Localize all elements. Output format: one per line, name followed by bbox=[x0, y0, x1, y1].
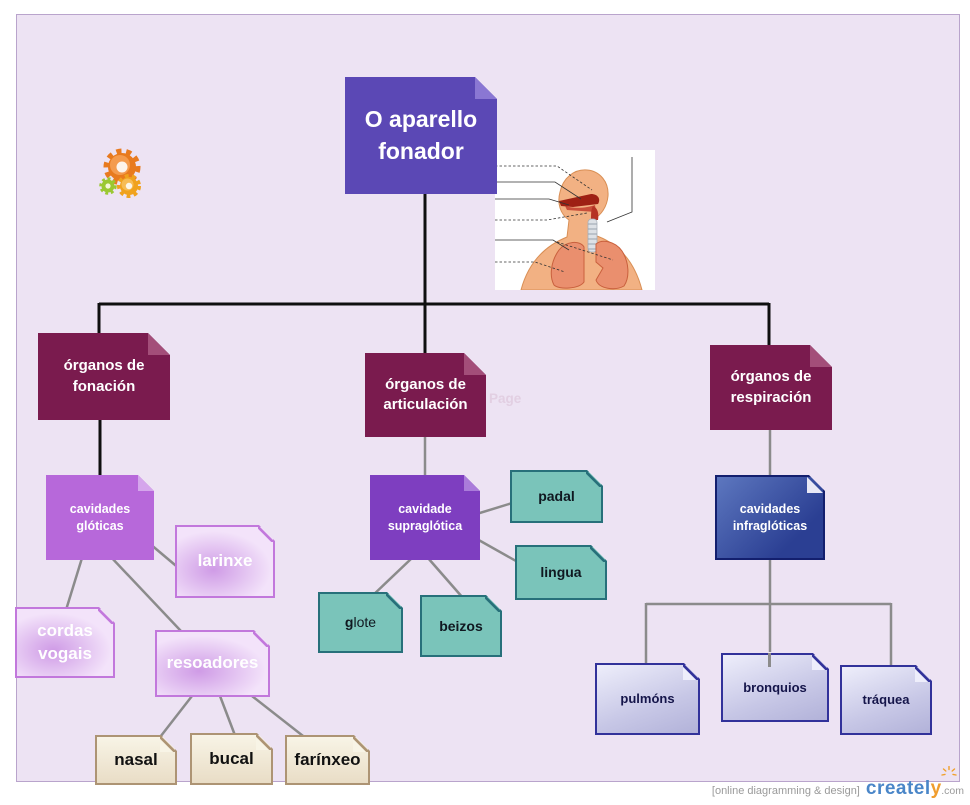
node-label: órganos de fonación bbox=[63, 357, 145, 395]
node-label: glote bbox=[344, 614, 377, 631]
node-resoadores[interactable]: resoadores bbox=[155, 630, 270, 697]
node-title-label: O aparello fonador bbox=[364, 106, 478, 164]
node-label: cavidades infraglóticas bbox=[732, 501, 808, 533]
footer-tagline: [online diagramming & design] bbox=[711, 785, 860, 797]
node-cordas-vogais[interactable]: cordas vogais bbox=[15, 607, 115, 678]
node-bronquios[interactable]: bronquios bbox=[721, 653, 829, 722]
node-traquea[interactable]: tráquea bbox=[840, 665, 932, 735]
node-lingua[interactable]: lingua bbox=[515, 545, 607, 600]
connector-into-bronquios bbox=[768, 653, 771, 667]
brand-text-blue: createl bbox=[865, 778, 931, 799]
node-label: cavidades glóticas bbox=[69, 501, 131, 533]
node-cavidades-infragloticas[interactable]: cavidades infraglóticas bbox=[715, 475, 825, 560]
node-organos-de-articulacion[interactable]: órganos de articulación bbox=[365, 353, 486, 437]
page-watermark: Page bbox=[489, 391, 522, 406]
node-label: beizos bbox=[439, 617, 483, 634]
node-organos-de-respiracion[interactable]: órganos de respiración bbox=[710, 345, 832, 430]
node-padal[interactable]: padal bbox=[510, 470, 603, 523]
creately-logo[interactable]: creately.com bbox=[865, 765, 964, 800]
brand-domain: .com bbox=[941, 785, 964, 797]
node-bucal[interactable]: bucal bbox=[190, 733, 273, 785]
node-label: tráquea bbox=[862, 692, 910, 708]
node-label: padal bbox=[538, 488, 575, 505]
node-nasal[interactable]: nasal bbox=[95, 735, 177, 785]
node-farinxeo[interactable]: farínxeo bbox=[285, 735, 370, 785]
node-label: cordas vogais bbox=[37, 620, 93, 663]
node-label: pulmóns bbox=[620, 691, 675, 707]
node-organos-de-fonacion[interactable]: órganos de fonación bbox=[38, 333, 170, 420]
node-label: farínxeo bbox=[294, 749, 361, 769]
node-label: nasal bbox=[114, 749, 158, 769]
creately-footer: [online diagramming & design] creately.c… bbox=[711, 765, 964, 800]
node-glote[interactable]: glote bbox=[318, 592, 403, 653]
node-label: bucal bbox=[209, 748, 254, 768]
node-label: larinxe bbox=[197, 551, 253, 571]
sparkle-icon bbox=[941, 765, 957, 785]
gears-icon bbox=[99, 148, 141, 198]
node-cavidade-supraglotica[interactable]: cavidade supraglótica bbox=[370, 475, 480, 560]
node-title[interactable]: O aparello fonador bbox=[345, 77, 497, 194]
brand-text-orange: y bbox=[930, 778, 942, 799]
node-pulmons[interactable]: pulmóns bbox=[595, 663, 700, 735]
node-cavidades-gloticas[interactable]: cavidades glóticas bbox=[46, 475, 154, 560]
node-label: cavidade supraglótica bbox=[387, 501, 463, 533]
node-label: resoadores bbox=[166, 653, 259, 673]
node-label: órganos de respiración bbox=[730, 368, 812, 406]
node-label: órganos de articulación bbox=[383, 375, 468, 413]
node-label: bronquios bbox=[743, 679, 807, 695]
phonatory-apparatus-image[interactable] bbox=[495, 150, 655, 290]
node-label: lingua bbox=[540, 564, 582, 581]
node-beizos[interactable]: beizos bbox=[420, 595, 502, 657]
node-larinxe[interactable]: larinxe bbox=[175, 525, 275, 598]
